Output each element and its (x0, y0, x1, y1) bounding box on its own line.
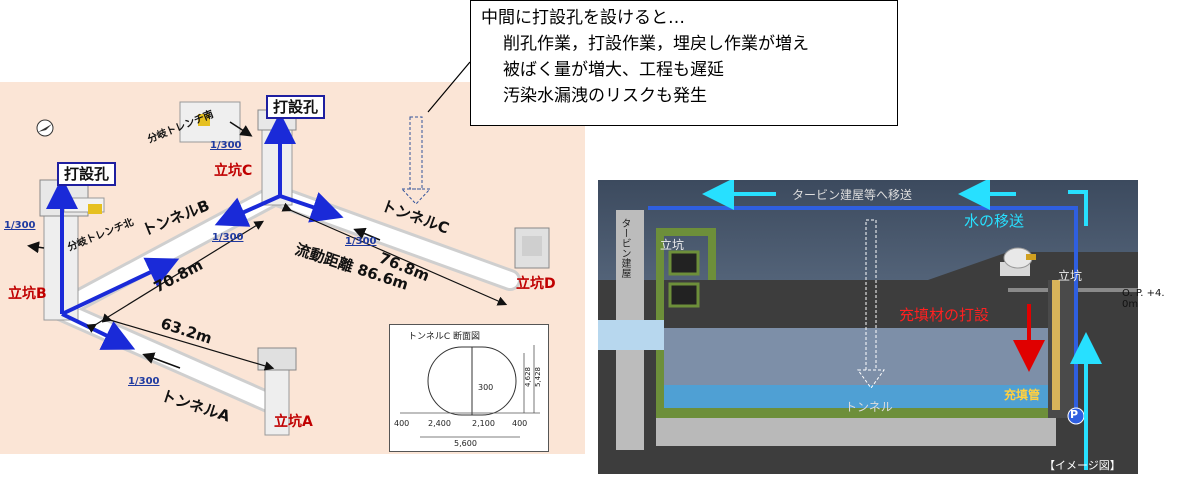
dim-2100: 2,100 (472, 419, 495, 428)
dim-400-left: 400 (394, 419, 410, 428)
dim-5428: 5,428 (534, 366, 543, 388)
building-label: タービン建屋 (619, 218, 630, 278)
slope-label-4: 1/300 (345, 236, 377, 247)
slope-label-5: 1/300 (128, 376, 160, 387)
dimension-lines (86, 202, 508, 371)
shaft-a-label: 立坑A (274, 414, 313, 430)
slope-label-1: 1/300 (4, 220, 36, 231)
fill-pipe-label: 充填管 (1004, 388, 1041, 402)
top-transfer-label: タービン建屋等へ移送 (792, 188, 913, 202)
image-tag-label: 【イメージ図】 (1044, 459, 1121, 472)
hole-label-2: 打設孔 (266, 95, 326, 119)
callout-line-4: 汚染水漏洩のリスクも発生 (503, 86, 707, 106)
fill-placement-label: 充填材の打設 (899, 306, 990, 324)
shaft-right-label: 立坑 (1058, 269, 1083, 283)
shaft-left-label: 立坑 (660, 238, 685, 252)
shaft-d-label: 立坑D (516, 276, 556, 292)
shaft-d (514, 227, 550, 269)
compass-icon (36, 119, 54, 137)
dashed-down-arrow (400, 116, 432, 205)
dim-5600: 5,600 (454, 439, 477, 448)
tunnel-layout-diagram (27, 61, 550, 436)
callout-line-1: 中間に打設孔を設けると… (481, 8, 685, 28)
op-level-label: O. P. +4. 0m (1122, 288, 1165, 310)
callout-line-3: 被ばく量が増大、工程も遅延 (503, 60, 724, 80)
hole-label-1: 打設孔 (57, 162, 117, 186)
callout-pointer (427, 61, 471, 113)
section-title: トンネルC 断面図 (408, 332, 480, 342)
image-diagram-panel (598, 180, 1138, 474)
water-transfer-label: 水の移送 (964, 212, 1025, 230)
shaft-c-label: 立坑C (214, 163, 253, 179)
shaft-b-label: 立坑B (8, 286, 47, 302)
callout-box: 中間に打設孔を設けると… 削孔作業，打設作業，埋戻し作業が増え 被ばく量が増大、… (470, 0, 898, 126)
dim-2400: 2,400 (428, 419, 451, 428)
pump-icon: P (1070, 408, 1079, 421)
tunnel-label: トンネル (845, 400, 893, 414)
slope-label-3: 1/300 (212, 232, 244, 243)
tunnel-c-cross-section: トンネルC 断面図 300 4,628 5,428 400 2,400 2,10… (389, 324, 549, 452)
slope-label-2: 1/300 (210, 140, 242, 151)
dim-400-right: 400 (512, 419, 528, 428)
shaft-a (257, 347, 297, 436)
dim-4628: 4,628 (524, 366, 533, 388)
callout-line-2: 削孔作業，打設作業，埋戻し作業が増え (503, 34, 809, 54)
dim-300: 300 (478, 383, 494, 392)
